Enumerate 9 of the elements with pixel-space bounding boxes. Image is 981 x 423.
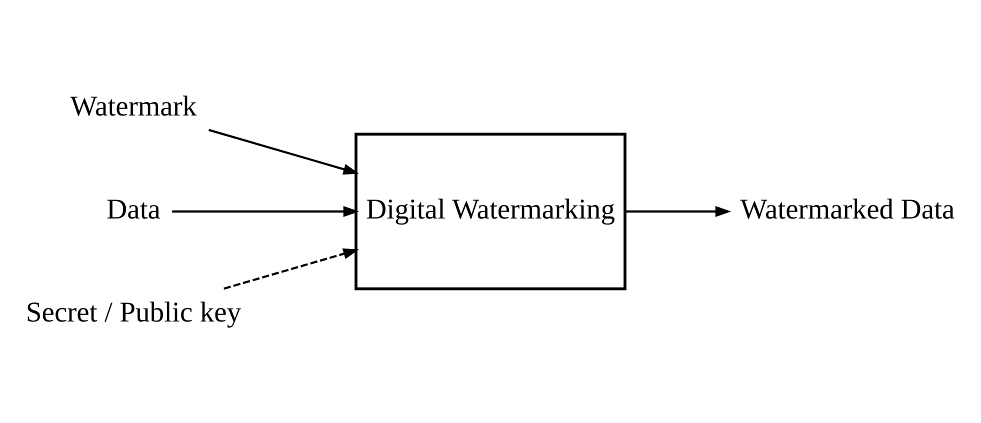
node-text: Secret / Public key — [26, 298, 242, 329]
node-text: Data — [106, 194, 161, 226]
arrow — [625, 206, 732, 218]
node-text: Watermark — [70, 92, 197, 123]
arrow — [208, 128, 360, 175]
node-text: Watermarked Data — [740, 194, 955, 226]
node-box: Digital Watermarking — [354, 132, 626, 290]
arrow — [172, 206, 360, 218]
arrow — [224, 248, 360, 290]
